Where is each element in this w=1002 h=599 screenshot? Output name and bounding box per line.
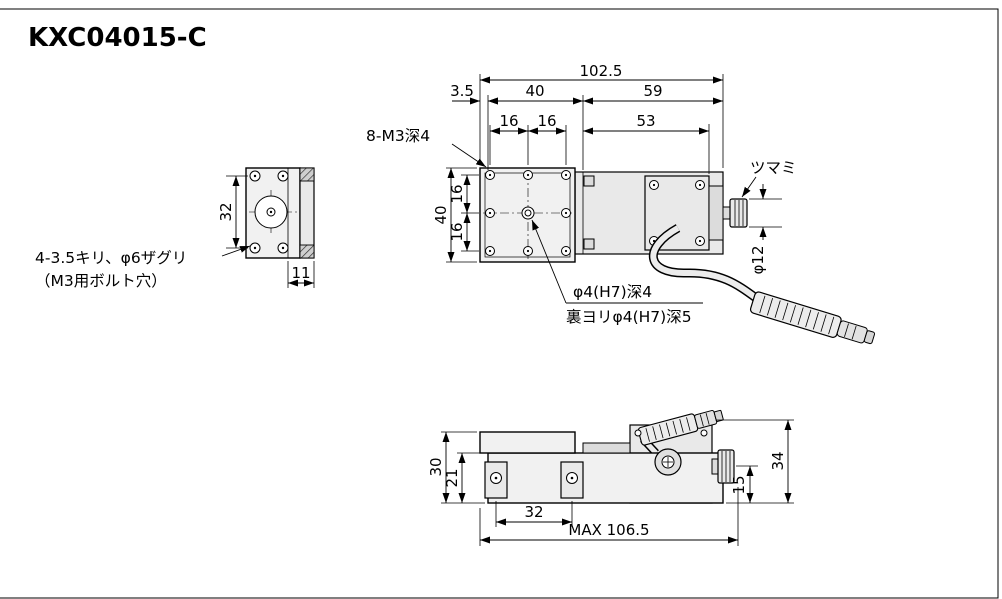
dim-side-hole-pitch: 32 — [217, 175, 248, 249]
knob-mount-plate — [708, 185, 724, 241]
tap-holes-note: 8-M3深4 — [366, 127, 487, 168]
tap-holes-leader — [451, 143, 487, 168]
saddle-step — [582, 442, 631, 454]
dim-knob-axis-text: 15 — [730, 475, 748, 494]
dim-total-width: 102.5 — [479, 62, 724, 168]
knob-note: ツマミ — [741, 159, 797, 198]
dim-body-width-text: 59 — [643, 82, 662, 100]
drawing-frame — [0, 8, 999, 599]
dim-side-plate-text: 11 — [291, 264, 310, 282]
center-hole-label: φ4(H7)深4 — [573, 283, 652, 301]
counterbore-holes — [249, 170, 289, 254]
hatch-section-bottom — [299, 244, 315, 259]
dim-table-height-text: 40 — [432, 205, 450, 224]
clamp-screw-bottom — [583, 238, 595, 250]
dim-base-height: 21 — [443, 452, 485, 503]
center-hole-leader — [531, 219, 567, 304]
dim-total-width-text: 102.5 — [580, 62, 623, 80]
center-hole-note: φ4(H7)深4 裏ヨリφ4(H7)深5 — [531, 219, 703, 326]
dim-clamp-pitch-text: 32 — [524, 503, 543, 521]
side-view-plate — [299, 167, 315, 259]
dim-overall-height-text: 34 — [769, 451, 787, 470]
front-knob-shaft — [711, 458, 719, 475]
dim-table-width-text: 40 — [525, 82, 544, 100]
tap-holes-label: 8-M3深4 — [366, 127, 430, 145]
center-hole-back-label: 裏ヨリφ4(H7)深5 — [566, 307, 692, 326]
dim-hole-pitch-h: 16 16 — [489, 112, 567, 165]
crank-grip — [749, 291, 876, 345]
bottom-view: 30 21 32 15 34 — [427, 409, 794, 546]
dim-side-plate: 11 — [287, 261, 315, 288]
dim-table-height: 40 — [432, 167, 477, 263]
center-dot — [269, 210, 273, 214]
knob — [729, 198, 748, 228]
hatch-section-top — [299, 167, 315, 182]
dim-sub-widths: 3.5 40 59 — [450, 82, 723, 170]
top-view: 102.5 3.5 40 59 16 16 53 — [366, 62, 876, 345]
clamp-bracket-right — [560, 461, 584, 499]
dim-knob-axis: 15 — [730, 465, 758, 503]
dim-overhang-text: 3.5 — [450, 82, 474, 100]
dim-total-height-text: 30 — [427, 457, 445, 476]
dim-clamp-pitch: 32 — [495, 501, 573, 527]
housing-screw-right — [700, 429, 708, 437]
pivot-screw — [654, 448, 682, 476]
dim-base-height-text: 21 — [443, 468, 461, 487]
base-plate — [487, 452, 724, 504]
clamp-bracket-left — [484, 461, 508, 499]
dim-overall-height: 34 — [716, 419, 794, 504]
housing-screw-left — [634, 429, 642, 437]
counterbore-leader — [221, 245, 251, 257]
knob-shaft — [722, 206, 731, 220]
dim-side-hole-pitch-text: 32 — [217, 202, 235, 221]
dim-total-height: 30 — [427, 431, 485, 504]
knob-label: ツマミ — [750, 159, 797, 177]
dim-hole-pitch-v: 16 16 — [448, 174, 479, 252]
front-table — [479, 431, 576, 454]
folded-handle — [637, 409, 724, 456]
dim-hole-pitch-h1-text: 16 — [499, 112, 518, 130]
knob-leader — [741, 176, 757, 198]
center-pin-hole-top — [521, 206, 535, 220]
table-tap-holes — [485, 170, 571, 256]
clamp-screw-top — [583, 175, 595, 187]
counterbore-note-line1: 4-3.5キリ、φ6ザグリ — [35, 249, 187, 267]
counterbore-note: 4-3.5キリ、φ6ザグリ （M3用ボルト穴） — [35, 245, 251, 290]
dim-hole-pitch-v2-text: 16 — [448, 222, 466, 241]
dim-body-length: 53 — [583, 112, 710, 174]
dim-body-length-text: 53 — [636, 112, 655, 130]
dim-max-length: MAX 106.5 — [479, 487, 739, 546]
dim-hole-pitch-v1-text: 16 — [448, 184, 466, 203]
side-view: 32 11 4-3.5キリ、φ6ザグリ （M3用ボルト穴） — [35, 167, 315, 290]
dim-max-length-text: MAX 106.5 — [568, 521, 649, 539]
counterbore-note-line2: （M3用ボルト穴） — [35, 272, 167, 290]
dim-hole-pitch-h2-text: 16 — [537, 112, 556, 130]
page-title: KXC04015-C — [28, 23, 207, 53]
dim-knob-dia: φ12 — [749, 184, 782, 274]
dim-knob-dia-text: φ12 — [749, 246, 767, 275]
crank-handle — [648, 224, 876, 345]
